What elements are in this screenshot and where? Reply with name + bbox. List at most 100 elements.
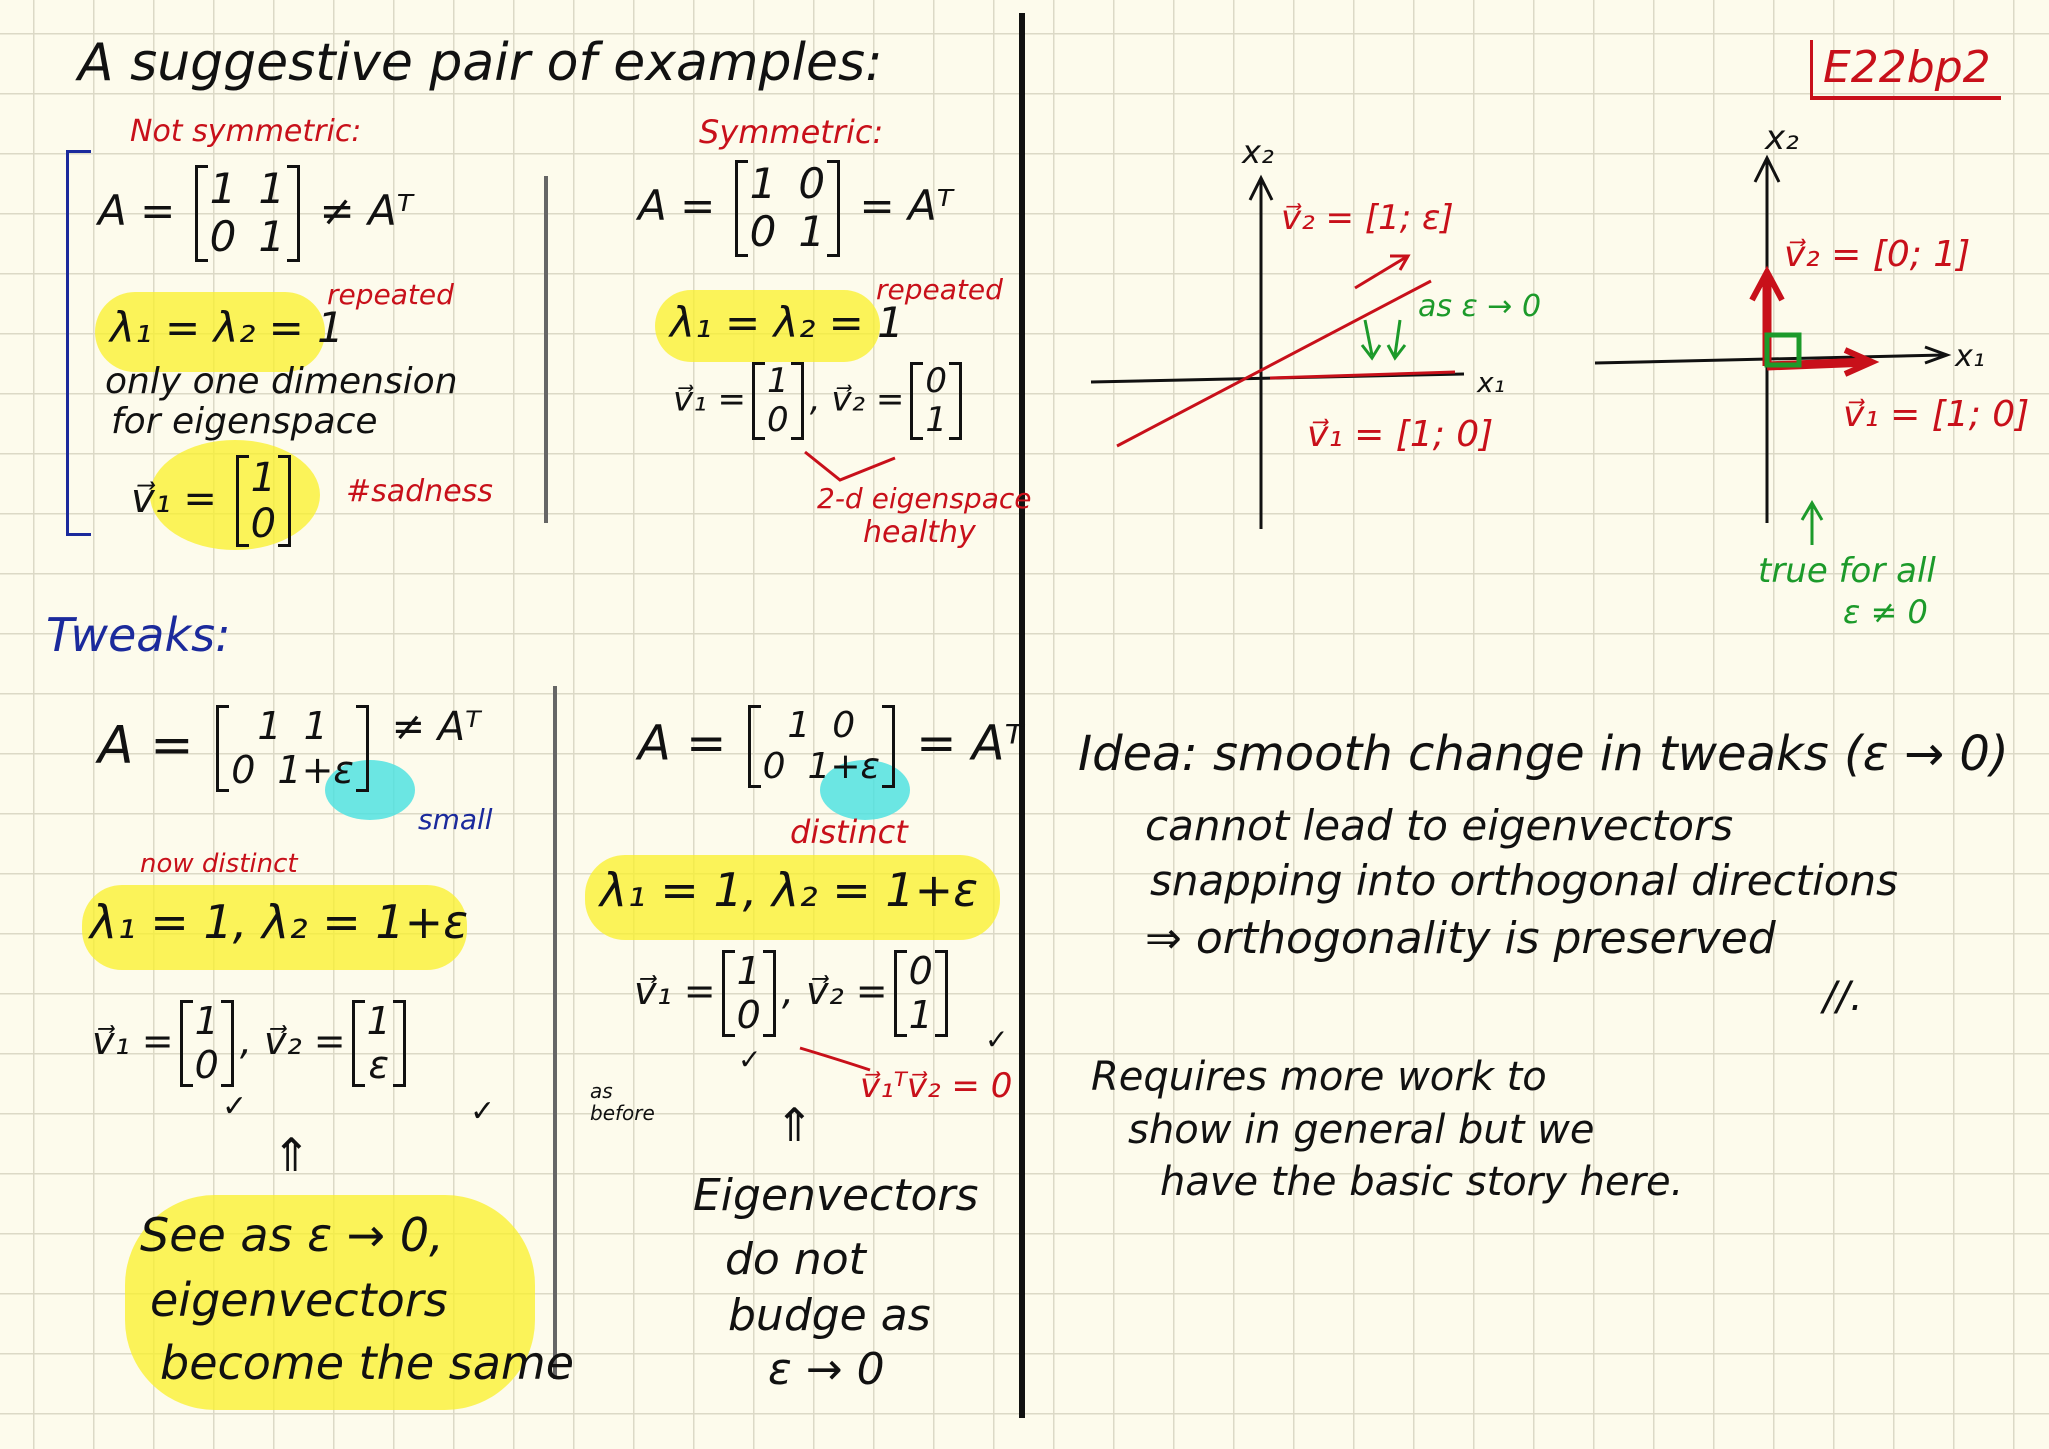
cell: 1 (736, 949, 761, 993)
conclusion-line: Eigenvectors (693, 1170, 979, 1221)
cell: 0 (908, 949, 933, 993)
highlight (655, 290, 880, 362)
conclusion-line: ε → 0 (768, 1344, 885, 1395)
graph2-v2-label: v⃗₂ = [0; 1] (1784, 234, 1971, 275)
cell: 0 (250, 501, 277, 547)
graph1-converge-arrow (1386, 319, 1407, 361)
graph1-note: as ε → 0 (1418, 289, 1542, 324)
graph1-v2-label: v⃗₂ = [1; ε] (1281, 198, 1454, 238)
cell: 1 (925, 400, 947, 441)
graph2-note: ε ≠ 0 (1843, 593, 1928, 631)
text-line: for eigenspace (111, 401, 378, 442)
vector-name: v⃗₂ = (831, 379, 905, 420)
graph1-v2-arrow (1354, 254, 1409, 290)
requires-line: Requires more work to (1091, 1054, 1547, 1100)
graph1-converge-arrow (1360, 319, 1382, 361)
vector-name: v⃗₂ = (264, 1019, 346, 1064)
highlight-epsilon (325, 760, 415, 820)
symmetric-label: Symmetric: (699, 113, 884, 151)
cell: 0 (762, 746, 786, 788)
cell: 1 (767, 361, 789, 401)
requires-line: have the basic story here. (1160, 1159, 1684, 1205)
idea-line: snapping into orthogonal directions (1150, 856, 1899, 905)
graph2-x1-label: x₁ (1955, 339, 1985, 374)
healthy-comment: healthy (863, 515, 976, 550)
relation: = Aᵀ (916, 715, 1024, 772)
cell: 1 (194, 999, 219, 1043)
cell: 1 (257, 704, 282, 748)
matrix-name: A = (638, 180, 716, 230)
idea-line: ⇒ orthogonality is preserved (1145, 913, 1776, 964)
up-arrow (1800, 500, 1824, 545)
not-symmetric-label: Not symmetric: (130, 114, 362, 149)
vector-name: v⃗₁ = (131, 476, 217, 522)
cell: 1 (303, 704, 328, 748)
eigenvalues: λ₁ = 1, λ₂ = 1+ε (90, 895, 469, 949)
pointer-arrow (799, 1046, 871, 1072)
page-title: A suggestive pair of examples: (78, 33, 883, 93)
repeated-note: repeated (876, 273, 1003, 306)
relation: = Aᵀ (859, 180, 953, 230)
conclusion-line: become the same (160, 1336, 575, 1390)
vector-name: v⃗₁ = (92, 1019, 174, 1064)
cell: ε (368, 1042, 389, 1087)
arrow-head (1843, 347, 1880, 377)
relation: ≠ Aᵀ (391, 704, 481, 750)
cell: 1 (258, 212, 286, 262)
requires-line: show in general but we (1128, 1107, 1595, 1153)
graph1-x2-label: x₂ (1242, 133, 1274, 171)
check-mark: ✓ (738, 1043, 762, 1076)
relation: ≠ Aᵀ (319, 185, 413, 235)
eigenvalues: λ₁ = 1, λ₂ = 1+ε (600, 863, 979, 917)
cell: 1 (798, 207, 826, 257)
page-tag: E22bp2 (1810, 40, 2001, 101)
repeated-note: repeated (327, 278, 454, 311)
eigenspace-comment: 2-d eigenspace (817, 482, 1032, 515)
check-mark: ✓ (985, 1023, 1009, 1056)
vector-name: v⃗₁ = (673, 379, 747, 420)
distinct-note: distinct (790, 813, 908, 851)
eigenvalues: λ₁ = λ₂ = 1 (670, 298, 904, 347)
cell: 1+ε (807, 746, 881, 788)
matrix-name: A = (638, 715, 727, 772)
graph1-v1-label: v⃗₁ = [1; 0] (1307, 414, 1494, 455)
cell: 0 (736, 992, 761, 1037)
graph2-x2-label: x₂ (1765, 118, 1799, 158)
cell: 1 (366, 999, 391, 1043)
small-note: small (418, 803, 493, 836)
cell: 1 (258, 164, 286, 213)
cell: 1 (749, 159, 777, 208)
right-angle-mark (1764, 332, 1802, 368)
as-before-note: as before (590, 1079, 655, 1125)
conclusion-line: budge as (728, 1290, 931, 1341)
arrow-head (1248, 174, 1274, 201)
graph2-note: true for all (1758, 551, 1936, 591)
bracket (66, 150, 91, 536)
eigenvalues: λ₁ = λ₂ = 1 (110, 303, 344, 352)
check-mark: ✓ (222, 1089, 248, 1124)
highlight (82, 885, 467, 970)
cell: 1 (908, 992, 933, 1037)
highlight (150, 440, 320, 550)
cell: 0 (231, 747, 256, 792)
graph2-v1-label: v⃗₁ = [1; 0] (1843, 394, 2030, 435)
sadness-comment: #sadness (346, 474, 493, 509)
idea-end-mark: //. (1823, 974, 1863, 1020)
